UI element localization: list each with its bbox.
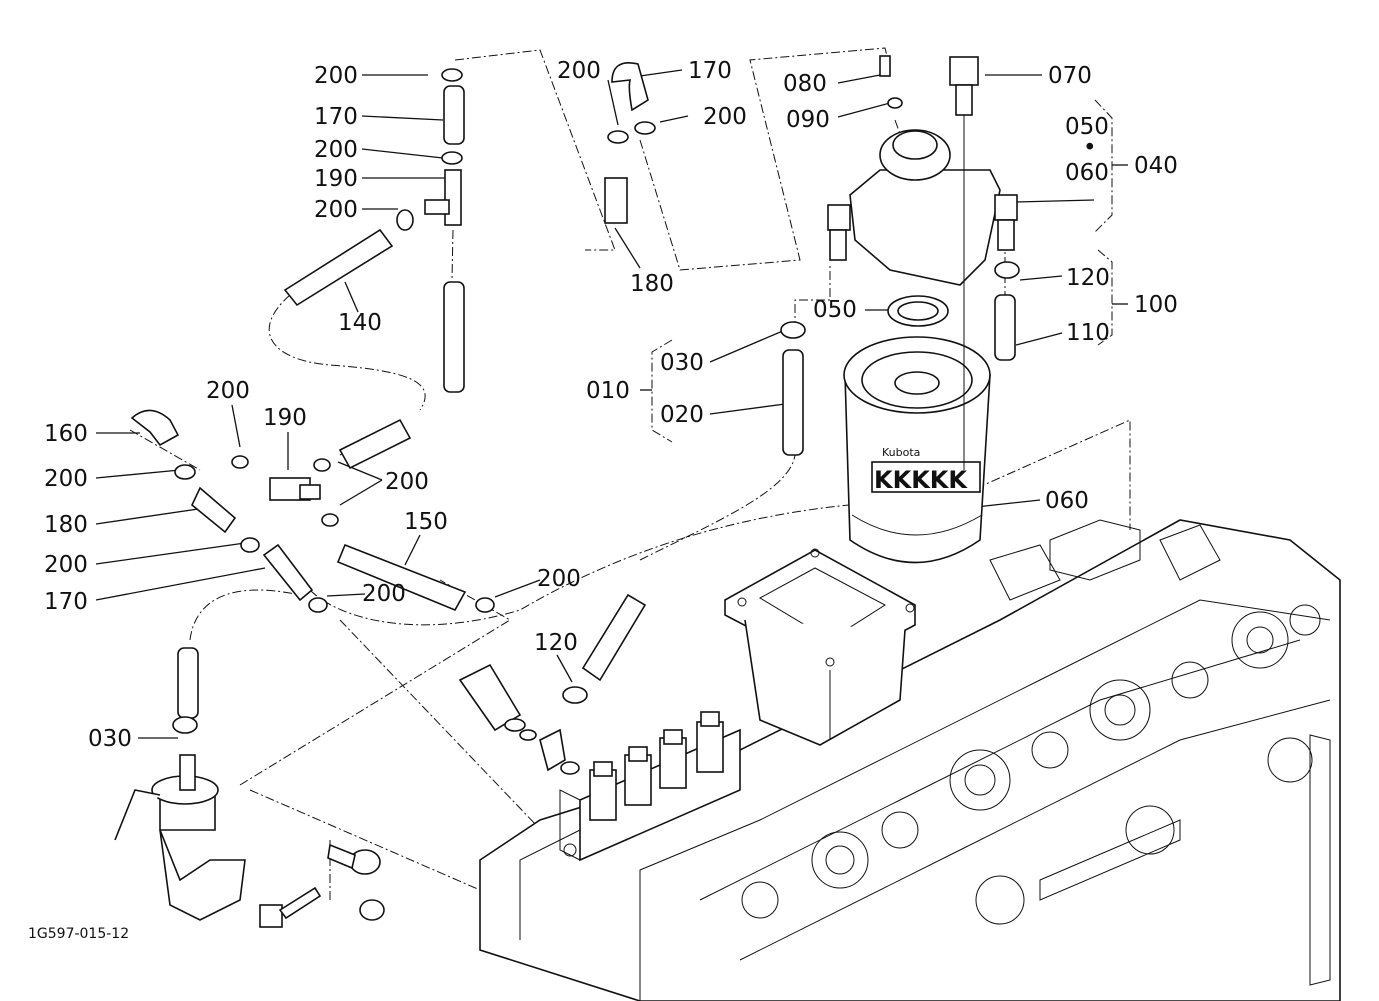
part-label: 040 [1134,153,1178,179]
part-label: 190 [263,405,307,431]
air-vent-bolt [879,55,903,109]
part-label: 170 [44,589,88,615]
part-label: 170 [688,58,732,84]
part-label: 200 [314,137,358,163]
fuel-filter-cartridge: Kubota KKKKK [843,336,991,564]
injector-3 [659,729,687,789]
part-label: 200 [314,63,358,89]
hose-joints [114,169,628,921]
injector-2 [624,746,652,806]
part-label: 050 [1065,114,1109,140]
feed-pump-bolts [259,843,385,928]
part-label: 190 [314,166,358,192]
injector-4 [696,711,724,773]
part-label: 050 [813,297,857,323]
part-label: 200 [314,197,358,223]
part-label: 120 [1066,265,1110,291]
part-label: 110 [1066,320,1110,346]
part-label: 090 [786,107,830,133]
part-label: 180 [44,512,88,538]
part-label: 200 [44,552,88,578]
part-label: 200 [557,58,601,84]
part-label: 060 [1045,488,1089,514]
bracket-ticks [640,164,1128,391]
part-label: 120 [534,630,578,656]
part-label: 200 [537,566,581,592]
filter-band-text: KKKKK [874,466,968,494]
part-label: 020 [660,402,704,428]
fuel-filter-head [827,129,1018,286]
part-label: 200 [385,469,429,495]
part-label: 080 [783,71,827,97]
fuel-hoses [130,62,1016,719]
part-label: 030 [88,726,132,752]
center-bolt [949,56,979,470]
part-label: 200 [44,466,88,492]
hose-clips [172,68,1020,734]
part-label: 010 [586,378,630,404]
filter-logo-text: Kubota [882,446,920,459]
part-label: 200 [362,581,406,607]
injector-1 [589,761,617,821]
injection-pump [559,711,741,862]
part-label: 160 [44,421,88,447]
filter-gasket [887,295,949,327]
part-label: 060 [1065,160,1109,186]
reference-code: 1G597-015-12 [28,926,129,942]
part-label: 170 [314,104,358,130]
part-label: 150 [404,509,448,535]
part-label: 200 [206,378,250,404]
intake-manifold [724,548,916,746]
part-label: 180 [630,271,674,297]
part-label: 100 [1134,292,1178,318]
part-label: 030 [660,350,704,376]
part-label: 070 [1048,63,1092,89]
cylinder-head [479,519,1341,1001]
part-labels: 200 170 200 190 200 140 200 170 200 180 … [44,58,1178,752]
group-brackets [651,99,1113,443]
leader-lines [95,69,1095,739]
part-label: • [1083,135,1097,161]
part-label: 140 [338,310,382,336]
banjo-fittings [458,663,580,775]
part-label: 200 [703,104,747,130]
